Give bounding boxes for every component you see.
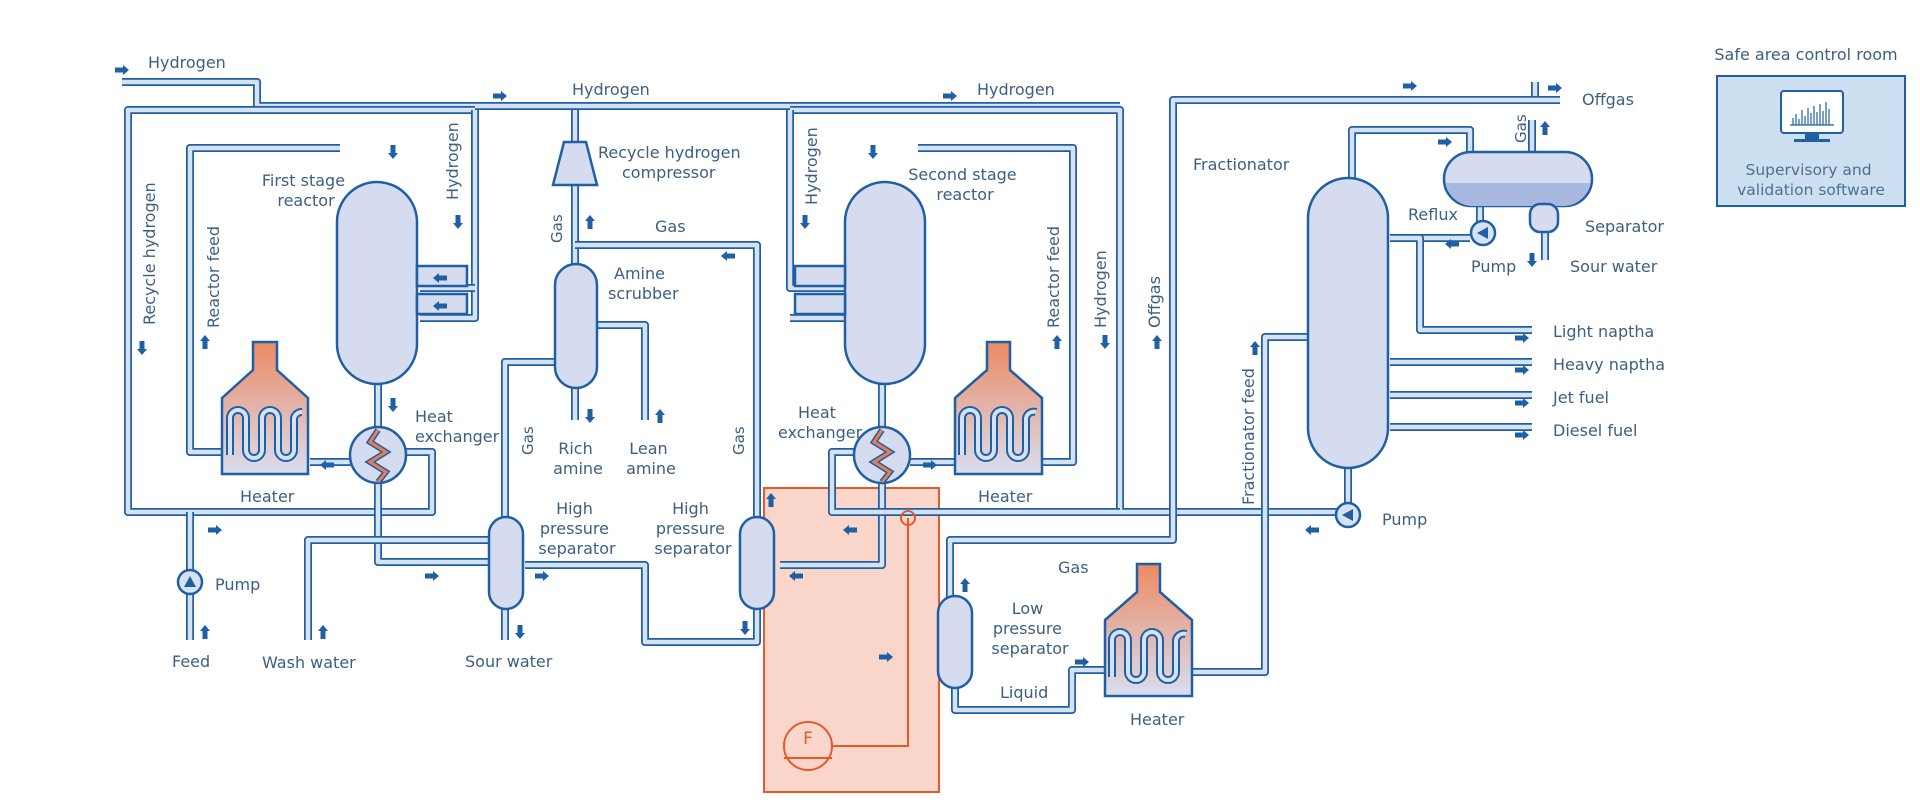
label-fractionator: Fractionator xyxy=(1193,155,1290,174)
second-stage-reactor xyxy=(793,180,927,386)
fractionator-column xyxy=(1306,176,1390,470)
label-reactor-feed-right: Reactor feed xyxy=(1044,226,1063,328)
pipe-fractionator-top xyxy=(1348,126,1474,180)
low-pressure-separator xyxy=(936,594,974,690)
label-hydrogen-right: Hydrogen xyxy=(1091,250,1110,328)
heat-exchanger-left xyxy=(348,425,408,485)
pipe-exchanger-bypass xyxy=(828,448,1120,516)
first-stage-reactor xyxy=(335,180,469,386)
pipe-hydrogen-right-top xyxy=(790,106,1345,516)
label-hydrogen-mid: Hydrogen xyxy=(802,127,821,205)
reflux-separator xyxy=(1442,150,1594,234)
label-hps-left: High pressure separator xyxy=(538,499,616,558)
label-sour-water-bottom: Sour water xyxy=(465,652,553,671)
label-product-light-naptha: Light naptha xyxy=(1553,322,1654,341)
label-hydrogen-top-1: Hydrogen xyxy=(572,80,650,99)
pipe-reactor-feed-left xyxy=(186,144,340,456)
pipe-light-naptha xyxy=(1390,234,1532,334)
label-second-stage-reactor: Second stage reactor xyxy=(908,165,1021,204)
recycle-hydrogen-compressor xyxy=(551,140,599,187)
label-amine-scrubber: Amine scrubber xyxy=(608,264,679,303)
pipe-hydrogen-inlet xyxy=(122,78,1120,110)
pipe-lean-amine xyxy=(595,321,649,420)
label-hydrogen-left: Hydrogen xyxy=(443,122,462,200)
diagram-labels: Hydrogen Hydrogen Hydrogen Offgas First … xyxy=(140,53,1665,729)
label-feed: Feed xyxy=(172,652,210,671)
label-product-heavy-naptha: Heavy naptha xyxy=(1553,355,1665,374)
label-heater-right: Heater xyxy=(978,487,1033,506)
label-heater-left: Heater xyxy=(240,487,295,506)
label-sour-water-top: Sour water xyxy=(1570,257,1658,276)
pump-fractionator-icon xyxy=(1334,501,1362,529)
label-first-stage-reactor: First stage reactor xyxy=(262,171,350,210)
label-fractionator-feed: Fractionator feed xyxy=(1239,368,1258,505)
pipe-reactor-feed-right xyxy=(918,144,1077,466)
label-offgas-top: Offgas xyxy=(1582,90,1634,109)
high-pressure-separator-left xyxy=(487,515,525,611)
label-pump-feed: Pump xyxy=(215,575,260,594)
label-wash-water: Wash water xyxy=(262,653,356,672)
pipe-lps-liquid xyxy=(951,666,1120,714)
flow-meter-icon: F xyxy=(783,510,916,771)
label-reflux: Reflux xyxy=(1408,205,1458,224)
label-gas-hps-left: Gas xyxy=(519,426,537,455)
label-gas-h: Gas xyxy=(655,217,686,236)
label-product-diesel-fuel: Diesel fuel xyxy=(1553,421,1637,440)
pipe-hydrogen-second-reactor xyxy=(786,110,846,292)
heat-exchanger-right xyxy=(852,425,912,485)
label-liquid: Liquid xyxy=(1000,683,1048,702)
label-reactor-feed-left: Reactor feed xyxy=(204,226,223,328)
monitor-chart-icon xyxy=(1780,90,1844,142)
control-room: Safe area control room xyxy=(1714,45,1906,207)
pipe-hps-liquid xyxy=(525,561,761,646)
label-recycle-hydrogen-compressor: Recycle hydrogen compressor xyxy=(598,143,746,182)
label-gas-lps: Gas xyxy=(1058,558,1089,577)
heater-right xyxy=(953,340,1044,476)
pipe-hps-left-gas xyxy=(501,358,573,520)
label-rich-amine: Rich amine xyxy=(553,439,603,478)
label-hydrogen-in: Hydrogen xyxy=(148,53,226,72)
label-offgas-vertical: Offgas xyxy=(1145,276,1164,328)
heater-left xyxy=(220,340,310,476)
label-recycle-hydrogen: Recycle hydrogen xyxy=(140,182,159,325)
label-heat-exchanger-left: Heat exchanger xyxy=(415,407,500,446)
label-product-jet-fuel: Jet fuel xyxy=(1552,388,1609,407)
label-pump-fractionator: Pump xyxy=(1382,510,1427,529)
pipe-hydrogen-first-reactor xyxy=(420,110,479,322)
label-lps: Low pressure separator xyxy=(991,599,1069,658)
pipe-heater-fractionator xyxy=(1180,333,1315,676)
heater-bottom xyxy=(1103,562,1194,698)
label-gas-compressor: Gas xyxy=(548,214,566,243)
label-gas-hps-right: Gas xyxy=(730,426,748,455)
label-pump-reflux: Pump xyxy=(1471,257,1516,276)
high-pressure-separator-right xyxy=(738,515,776,611)
label-hps-right: High pressure separator xyxy=(654,499,732,558)
label-heater-bottom: Heater xyxy=(1130,710,1185,729)
control-room-software: Supervisory and validation software xyxy=(1737,161,1885,199)
pump-reflux-icon xyxy=(1469,219,1497,247)
label-hydrogen-top-2: Hydrogen xyxy=(977,80,1055,99)
pipe-gas-to-hps-right xyxy=(575,241,761,520)
flow-meter-symbol: F xyxy=(803,729,813,749)
label-separator: Separator xyxy=(1585,217,1664,236)
label-gas-separator: Gas xyxy=(1512,114,1530,143)
pipe-recycle-hydrogen xyxy=(124,106,475,516)
pipe-wash-water xyxy=(304,536,494,640)
pump-feed-icon xyxy=(176,568,204,596)
amine-scrubber xyxy=(553,262,599,390)
label-heat-exchanger-right: Heat exchanger xyxy=(778,403,863,442)
control-room-title: Safe area control room xyxy=(1714,45,1897,64)
label-lean-amine: Lean amine xyxy=(626,439,676,478)
